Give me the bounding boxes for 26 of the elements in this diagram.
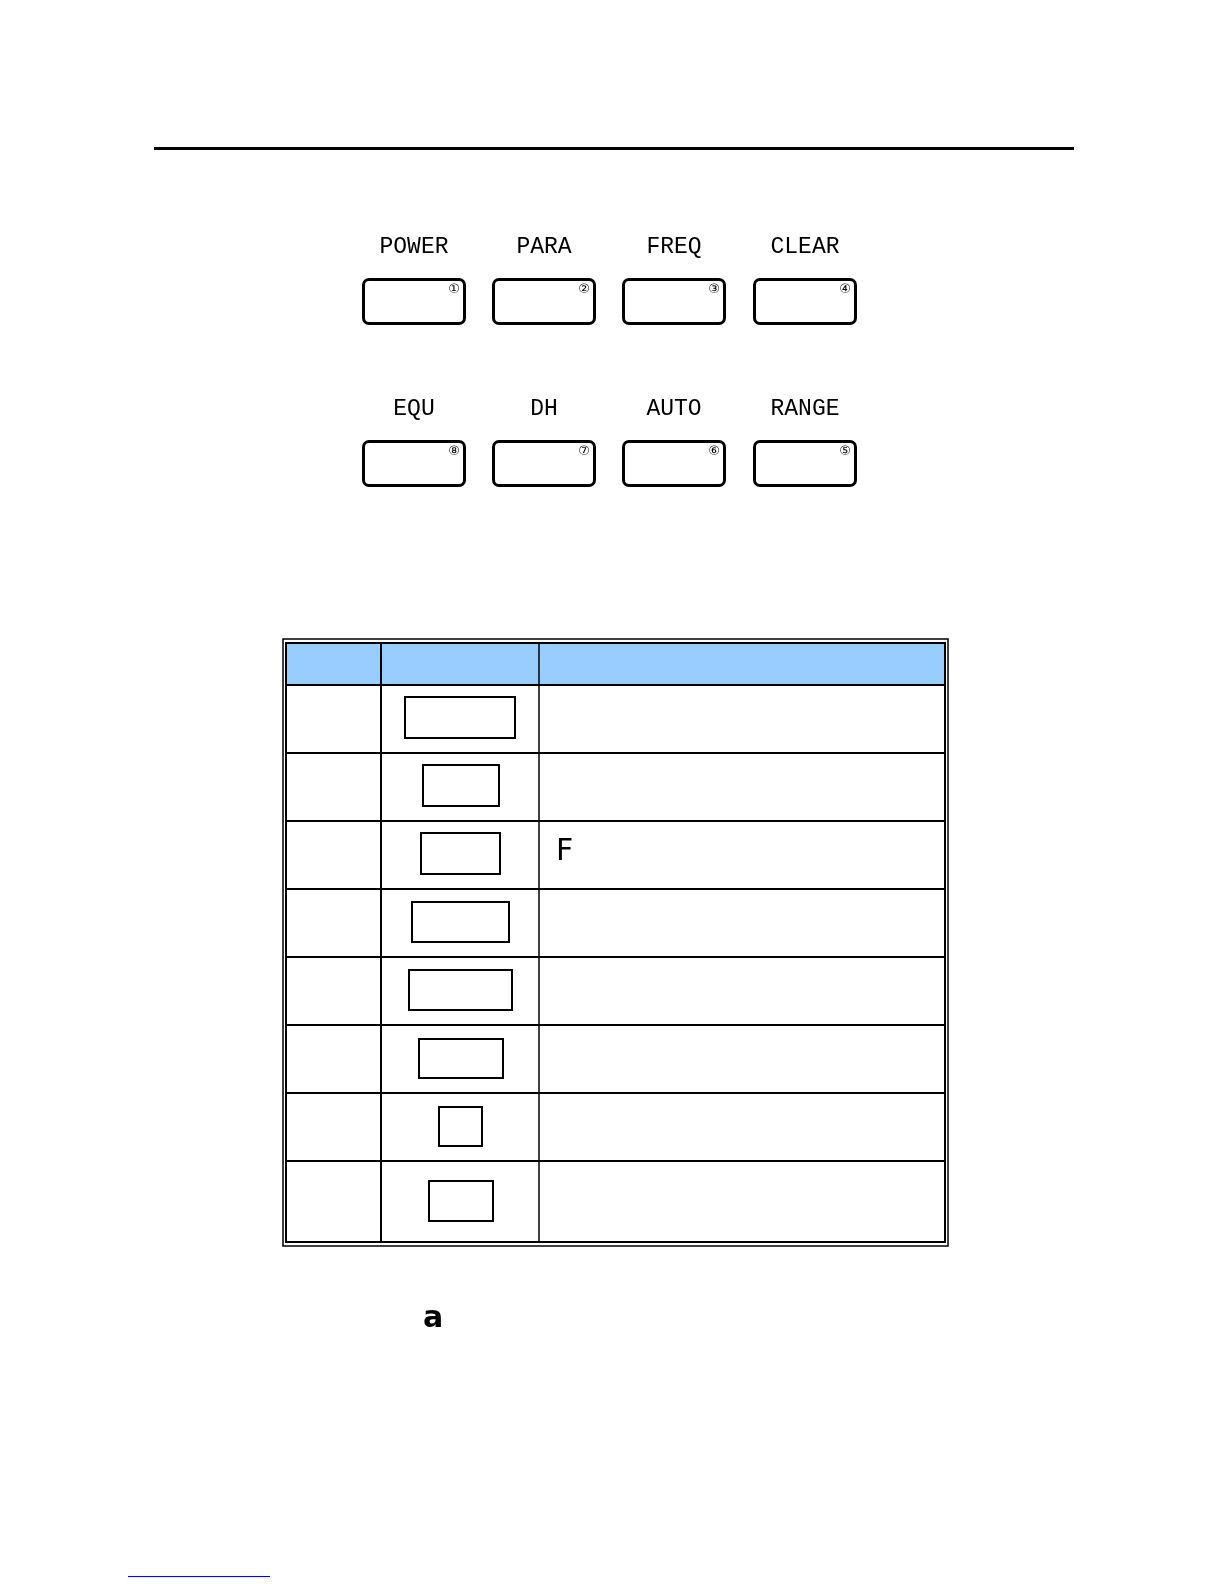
empty-box [408, 969, 513, 1011]
button-label: CLEAR [770, 234, 840, 260]
button-label: RANGE [770, 396, 840, 422]
callout-number: ④ [839, 282, 851, 296]
button-label: POWER [379, 234, 449, 260]
empty-box [422, 764, 500, 807]
callout-number: ⑧ [448, 444, 460, 458]
text-label: a [423, 1300, 444, 1334]
button-label: FREQ [646, 234, 702, 260]
text-label: F [556, 833, 574, 867]
button-label: PARA [516, 234, 572, 260]
empty-box [404, 696, 516, 739]
empty-box [428, 1180, 494, 1222]
button-label: AUTO [646, 396, 702, 422]
callout-number: ⑦ [578, 444, 590, 458]
button-label: DH [530, 396, 558, 422]
callout-number: ③ [708, 282, 720, 296]
button-label: EQU [393, 396, 435, 422]
empty-box [418, 1038, 504, 1079]
empty-box [411, 901, 510, 943]
callout-number: ① [448, 282, 460, 296]
callout-number: ⑥ [708, 444, 720, 458]
callout-number: ② [578, 282, 590, 296]
empty-box [420, 832, 501, 875]
callout-number: ⑤ [839, 444, 851, 458]
empty-box [438, 1106, 483, 1147]
